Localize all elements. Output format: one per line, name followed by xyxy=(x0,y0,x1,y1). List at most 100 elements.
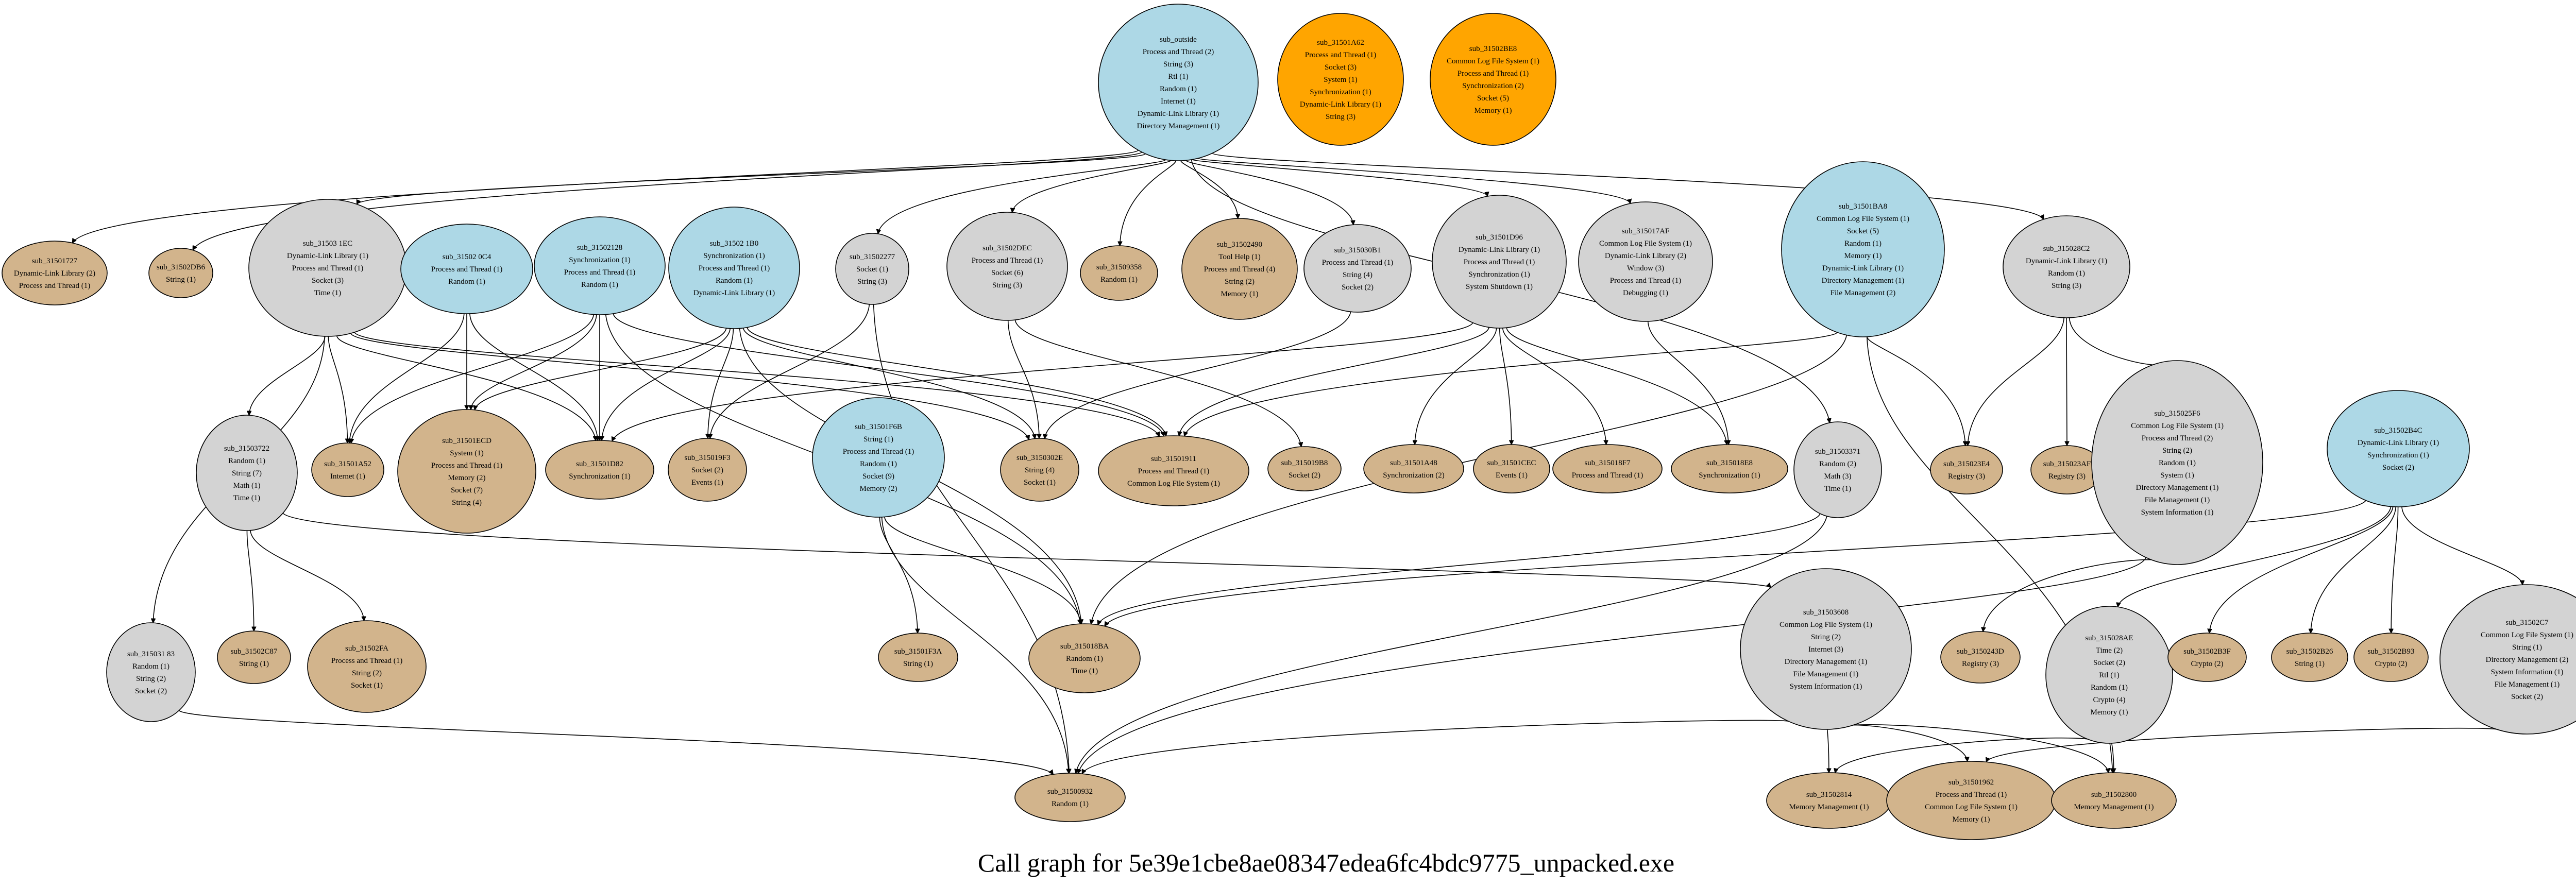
node-ellipse xyxy=(946,212,1068,321)
node-api-category: Socket (1) xyxy=(351,681,383,690)
call-edge-sub-outside-to-sub-31502490 xyxy=(1180,160,1238,218)
call-edge-sub-315028ae-to-sub-31502814 xyxy=(1835,737,2095,773)
graph-caption: Call graph for 5e39e1cbe8ae08347edea6fc4… xyxy=(978,848,1674,877)
node-ellipse xyxy=(1267,446,1342,491)
node-api-category: Socket (2) xyxy=(135,687,167,695)
call-edge-sub-31503608-to-sub-31500932 xyxy=(1081,720,1790,774)
node-title: sub_31502B3F xyxy=(2183,647,2231,656)
call-edge-sub-31502-1b0-to-sub-31501ecd xyxy=(475,328,727,410)
node-api-category: Process and Thread (1) xyxy=(843,448,914,456)
node-ellipse xyxy=(545,440,654,500)
node-api-category: String (1) xyxy=(2512,643,2542,652)
node-api-category: Socket (1) xyxy=(856,265,888,274)
node-title: sub_31501911 xyxy=(1151,455,1196,463)
call-edge-sub-315031-83-to-sub-31500932 xyxy=(178,710,1054,774)
node-api-category: Dynamic-Link Library (2) xyxy=(1605,252,1686,260)
node-api-category: Time (1) xyxy=(1071,667,1098,675)
call-edge-sub-outside-to-sub-31502dec xyxy=(1012,160,1172,212)
node-api-category: Synchronization (1) xyxy=(1310,88,1371,96)
node-api-category: System Information (1) xyxy=(1790,683,1862,691)
node-ellipse xyxy=(2,241,108,305)
node-api-category: System Information (1) xyxy=(2491,668,2564,676)
node-title: sub_31501F3A xyxy=(894,647,942,656)
node-ellipse xyxy=(1181,218,1298,320)
node-api-category: Memory (1) xyxy=(1953,815,1990,824)
node-ellipse xyxy=(217,630,291,684)
node-ellipse xyxy=(1000,438,1079,502)
node-api-category: String (1) xyxy=(863,435,893,444)
node-api-category: Process and Thread (1) xyxy=(1464,258,1535,266)
node-api-category: System Information (1) xyxy=(2141,508,2214,517)
node-api-category: Random (2) xyxy=(1819,460,1856,468)
node-api-category: String (3) xyxy=(1326,113,1355,121)
node-ellipse xyxy=(1552,444,1663,493)
node-api-category: Socket (3) xyxy=(1325,63,1357,72)
call-edge-sub-31503-1ec-to-sub-31501911 xyxy=(354,332,1159,436)
node-api-category: Rtl (1) xyxy=(1168,73,1189,81)
node-api-category: Synchronization (1) xyxy=(569,472,631,481)
node-api-category: Dynamic-Link Library (1) xyxy=(287,252,368,260)
call-edge-sub-315025f6-to-sub-31500932 xyxy=(1078,557,2146,773)
node-api-category: Process and Thread (1) xyxy=(1305,51,1376,59)
node-api-category: Random (1) xyxy=(228,457,265,465)
node-api-category: Time (1) xyxy=(314,289,341,297)
node-ellipse xyxy=(2051,772,2177,829)
node-api-category: Memory Management (1) xyxy=(1789,803,1869,811)
node-ellipse xyxy=(2327,390,2470,507)
node-title: sub_31502800 xyxy=(2091,791,2137,799)
node-api-category: String (2) xyxy=(352,669,382,677)
node-api-category: Random (1) xyxy=(448,278,485,286)
node-api-category: Synchronization (1) xyxy=(2367,451,2429,459)
node-api-category: Process and Thread (1) xyxy=(699,264,770,272)
node-api-category: Dynamic-Link Library (1) xyxy=(1300,100,1381,109)
call-edge-sub-31501ba8-to-sub-31501911 xyxy=(1184,332,1838,436)
call-edge-sub-31502b4c-to-sub-31502b3f xyxy=(2209,506,2394,633)
node-ellipse xyxy=(2439,584,2576,735)
call-edge-sub-31503371-to-sub-31500932 xyxy=(1076,516,1827,773)
node-ellipse xyxy=(1473,444,1550,493)
node-ellipse xyxy=(106,622,196,722)
call-edge-sub-31502-1b0-to-sub-315019f3 xyxy=(708,328,734,438)
call-edge-sub-outside-to-sub-31501d96 xyxy=(1192,159,1487,196)
call-edge-sub-31501d96-to-sub-31501a48 xyxy=(1415,328,1497,445)
node-api-category: Dynamic-Link Library (1) xyxy=(1822,264,1904,272)
node-api-category: Directory Management (1) xyxy=(1785,658,1868,666)
node-api-category: Common Log File System (1) xyxy=(1447,57,1539,65)
call-edge-sub-31502b4c-to-sub-31502b93 xyxy=(2391,506,2399,633)
call-edge-sub-outside-to-sub-315017af xyxy=(1197,158,1630,203)
node-title: sub_31501BA8 xyxy=(1839,202,1887,211)
node-title: sub_31502814 xyxy=(1806,791,1852,799)
node-api-category: Common Log File System (1) xyxy=(1925,803,2018,811)
node-api-category: String (2) xyxy=(2162,447,2192,455)
node-ellipse xyxy=(812,397,945,518)
node-ellipse xyxy=(1940,631,2021,684)
node-api-category: String (1) xyxy=(2295,660,2325,668)
call-edge-sub-31503722-to-sub-31503608 xyxy=(282,513,1771,587)
node-api-category: Time (1) xyxy=(233,494,260,502)
node-api-category: Random (1) xyxy=(860,460,897,468)
node-ellipse xyxy=(1886,761,2056,840)
node-api-category: Random (1) xyxy=(1844,240,1882,248)
node-ellipse xyxy=(307,620,427,713)
call-edge-sub-31501d96-to-sub-315018f7 xyxy=(1502,328,1606,445)
node-api-category: Tool Help (1) xyxy=(1218,253,1260,261)
node-api-category: Socket (2) xyxy=(2382,464,2414,472)
node-api-category: Process and Thread (1) xyxy=(431,462,502,470)
node-api-category: File Management (2) xyxy=(1831,289,1896,297)
node-api-category: Registry (3) xyxy=(1948,472,1985,481)
call-edge-sub-outside-to-sub-31503-1ec xyxy=(356,153,1146,204)
node-api-category: Synchronization (1) xyxy=(1468,270,1530,279)
node-title: sub_31502B93 xyxy=(2368,647,2415,656)
